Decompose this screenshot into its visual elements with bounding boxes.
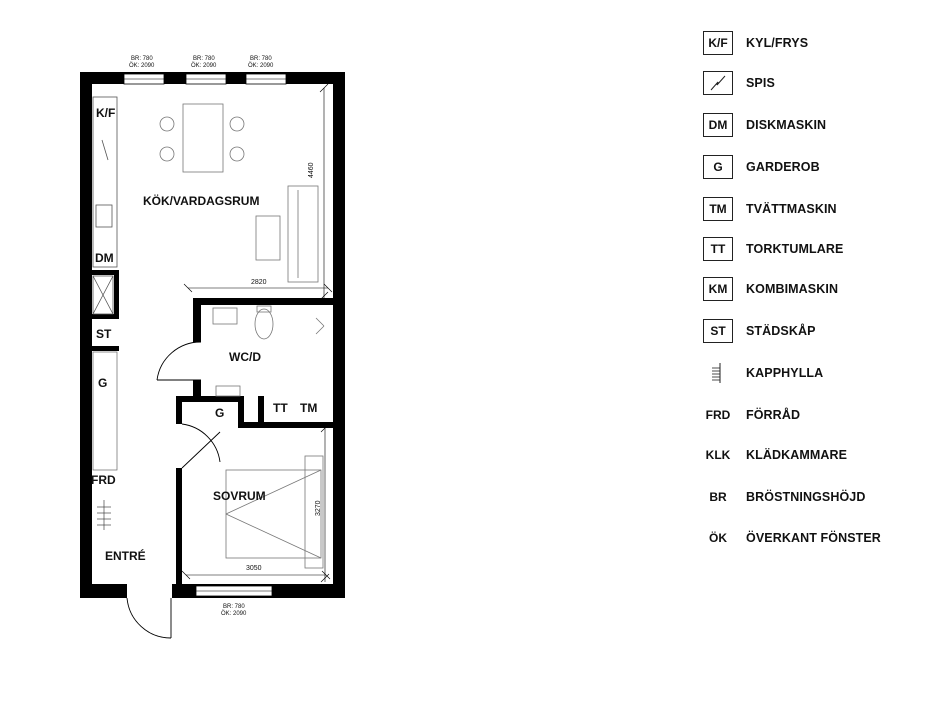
window-3-top-height: ÖK: 2090 (248, 62, 274, 69)
room-label-wc: WC/D (229, 350, 261, 364)
floor-plan: KÖK/VARDAGSRUM WC/D SOVRUM ENTRÉ K/F DM … (80, 56, 345, 639)
dining-table (159, 103, 245, 173)
coat-rack-icon (703, 361, 733, 385)
stove-icon (703, 71, 733, 95)
wc-fixtures (212, 305, 325, 397)
legend-row-stove: SPIS (703, 70, 775, 96)
legend-row-window-top: ÖK ÖVERKANT FÖNSTER (703, 525, 881, 551)
doors (126, 341, 263, 639)
legend-row-washer: TM TVÄTTMASKIN (703, 196, 837, 222)
legend-row-combi-machine: KM KOMBIMASKIN (703, 276, 838, 302)
legend-label: KLÄDKAMMARE (746, 448, 848, 462)
legend-label: BRÖSTNINGSHÖJD (746, 490, 866, 504)
legend-row-dryer: TT TORKTUMLARE (703, 236, 843, 262)
room-label-bedroom: SOVRUM (213, 489, 266, 503)
legend-label: FÖRRÅD (746, 408, 801, 422)
window-3-sill-height: BR: 780 (250, 56, 272, 62)
legend-label: KOMBIMASKIN (746, 282, 839, 296)
window-top-2 (185, 73, 227, 85)
legend-row-storage: FRD FÖRRÅD (703, 402, 800, 428)
dimension-kitchen-depth: 4460 (308, 162, 315, 178)
tag-dishwasher: DM (95, 251, 114, 265)
legend-code: KLK (705, 448, 731, 462)
tag-dryer: TT (273, 401, 288, 415)
legend-label: TVÄTTMASKIN (746, 202, 837, 216)
tag-cleaning-cabinet: ST (96, 327, 112, 341)
dimension-lines (181, 83, 333, 583)
dimension-kitchen-width: 2820 (251, 279, 267, 286)
sofa (255, 185, 319, 283)
window-top-1 (123, 73, 165, 85)
window-bottom (195, 585, 273, 597)
legend-label: ÖVERKANT FÖNSTER (746, 531, 881, 545)
hall-wardrobe (92, 351, 118, 471)
fridge-icon: K/F (703, 31, 733, 55)
legend-row-cleaning-cabinet: ST STÄDSKÅP (703, 318, 816, 344)
tag-fridge: K/F (96, 106, 115, 120)
window-4-sill-height: BR: 780 (223, 604, 245, 610)
window-4-top-height: ÖK: 2090 (221, 610, 247, 617)
legend-label: SPIS (746, 76, 775, 90)
tag-storage: FRD (91, 473, 116, 487)
tag-wardrobe-wc: G (215, 406, 224, 420)
legend-row-coat-rack: KAPPHYLLA (703, 360, 823, 386)
dimension-bedroom-width: 3050 (246, 565, 262, 572)
room-label-kitchen-living: KÖK/VARDAGSRUM (143, 193, 259, 208)
bed (225, 455, 324, 569)
window-2-top-height: ÖK: 2090 (191, 62, 217, 69)
combi-machine-icon: KM (703, 277, 733, 301)
legend-row-dishwasher: DM DISKMASKIN (703, 112, 826, 138)
legend-row-walk-in-closet: KLK KLÄDKAMMARE (703, 442, 847, 468)
tag-wardrobe-hall: G (98, 376, 107, 390)
dryer-icon: TT (703, 237, 733, 261)
dishwasher-icon: DM (703, 113, 733, 137)
legend-row-fridge: K/F KYL/FRYS (703, 30, 808, 56)
window-1-top-height: ÖK: 2090 (129, 62, 155, 69)
legend-row-sill-height: BR BRÖSTNINGSHÖJD (703, 484, 865, 510)
legend-label: DISKMASKIN (746, 118, 827, 132)
legend-label: GARDEROB (746, 160, 820, 174)
window-top-3 (245, 73, 287, 85)
room-label-entrance: ENTRÉ (105, 548, 146, 563)
wardrobe-icon: G (703, 155, 733, 179)
washer-icon: TM (703, 197, 733, 221)
dimension-bedroom-depth: 3270 (315, 500, 322, 516)
cleaning-cabinet (92, 275, 114, 315)
cleaning-cabinet-icon: ST (703, 319, 733, 343)
kitchen-counter (92, 96, 118, 268)
window-1-sill-height: BR: 780 (131, 56, 153, 62)
tag-washer: TM (300, 401, 317, 415)
legend-code: FRD (705, 408, 731, 422)
window-2-sill-height: BR: 780 (193, 56, 215, 62)
legend-label: KYL/FRYS (746, 36, 809, 50)
interior-walls (92, 270, 333, 586)
legend-code: ÖK (709, 531, 727, 545)
legend-label: TORKTUMLARE (746, 242, 844, 256)
legend-label: KAPPHYLLA (746, 366, 824, 380)
legend-label: STÄDSKÅP (746, 324, 816, 338)
legend-row-wardrobe: G GARDEROB (703, 154, 820, 180)
coat-rack (97, 500, 111, 530)
legend-code: BR (709, 490, 727, 504)
